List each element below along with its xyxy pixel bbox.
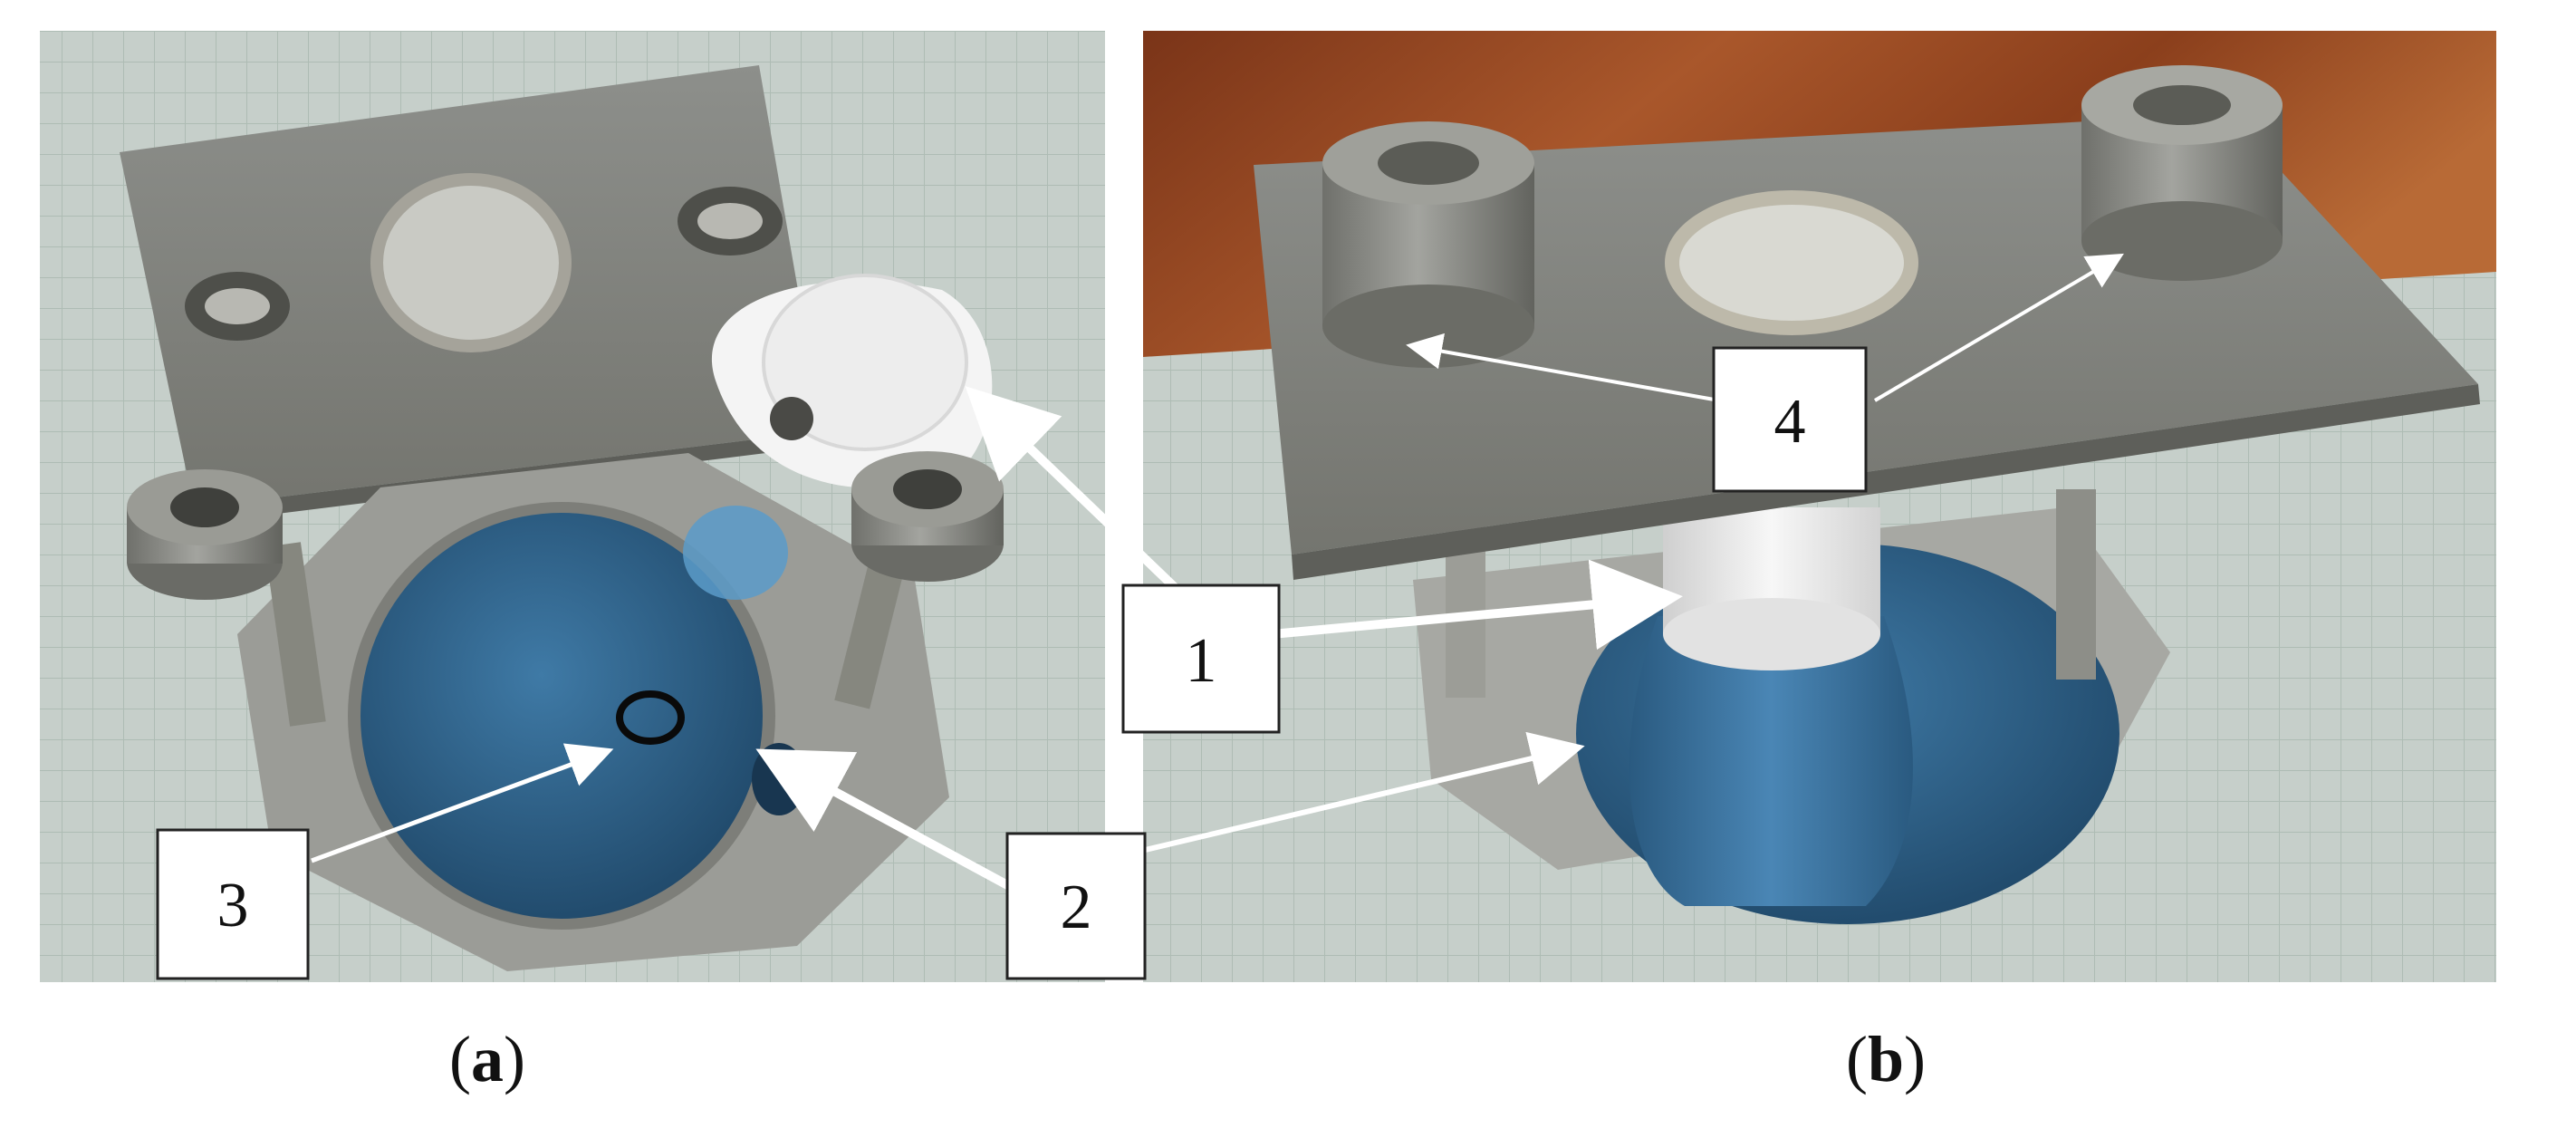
knurled-knob-right bbox=[2081, 65, 2283, 281]
arrow-4-to-knob-left bbox=[1406, 333, 1720, 402]
o-ring bbox=[616, 690, 685, 745]
arrow-1-to-cell-b bbox=[1271, 559, 1683, 651]
teflon-cell bbox=[711, 274, 993, 488]
cell-assembly bbox=[1629, 507, 1914, 906]
svg-text:2: 2 bbox=[1061, 873, 1092, 942]
callout-4: 4 bbox=[1712, 346, 1868, 493]
svg-text:4: 4 bbox=[1774, 387, 1806, 457]
arrow-2-to-wafer-a bbox=[755, 748, 1015, 892]
arrow-3-to-oring bbox=[311, 743, 614, 863]
callout-3: 3 bbox=[156, 828, 310, 980]
caption-b: (b) bbox=[1846, 1023, 1927, 1095]
svg-text:1: 1 bbox=[1186, 626, 1217, 696]
panel-b-photo bbox=[1143, 31, 2496, 982]
callout-2: 2 bbox=[1005, 832, 1147, 980]
knurled-knob-left bbox=[1322, 121, 1534, 368]
arrow-1-to-teflon-a bbox=[965, 386, 1208, 620]
svg-text:3: 3 bbox=[217, 871, 249, 940]
annotation-arrows bbox=[311, 253, 2124, 892]
top-clamp-plate bbox=[120, 65, 824, 524]
caption-b-letter: b bbox=[1867, 1023, 1905, 1095]
thumb-screw-left bbox=[127, 469, 326, 727]
arrow-4-to-knob-right bbox=[1873, 253, 2124, 402]
silicon-wafer bbox=[360, 513, 763, 919]
callout-1: 1 bbox=[1121, 583, 1281, 734]
caption-a: (a) bbox=[449, 1023, 525, 1095]
arrow-2-to-wafer-b bbox=[1137, 731, 1585, 854]
caption-a-letter: a bbox=[470, 1023, 504, 1095]
